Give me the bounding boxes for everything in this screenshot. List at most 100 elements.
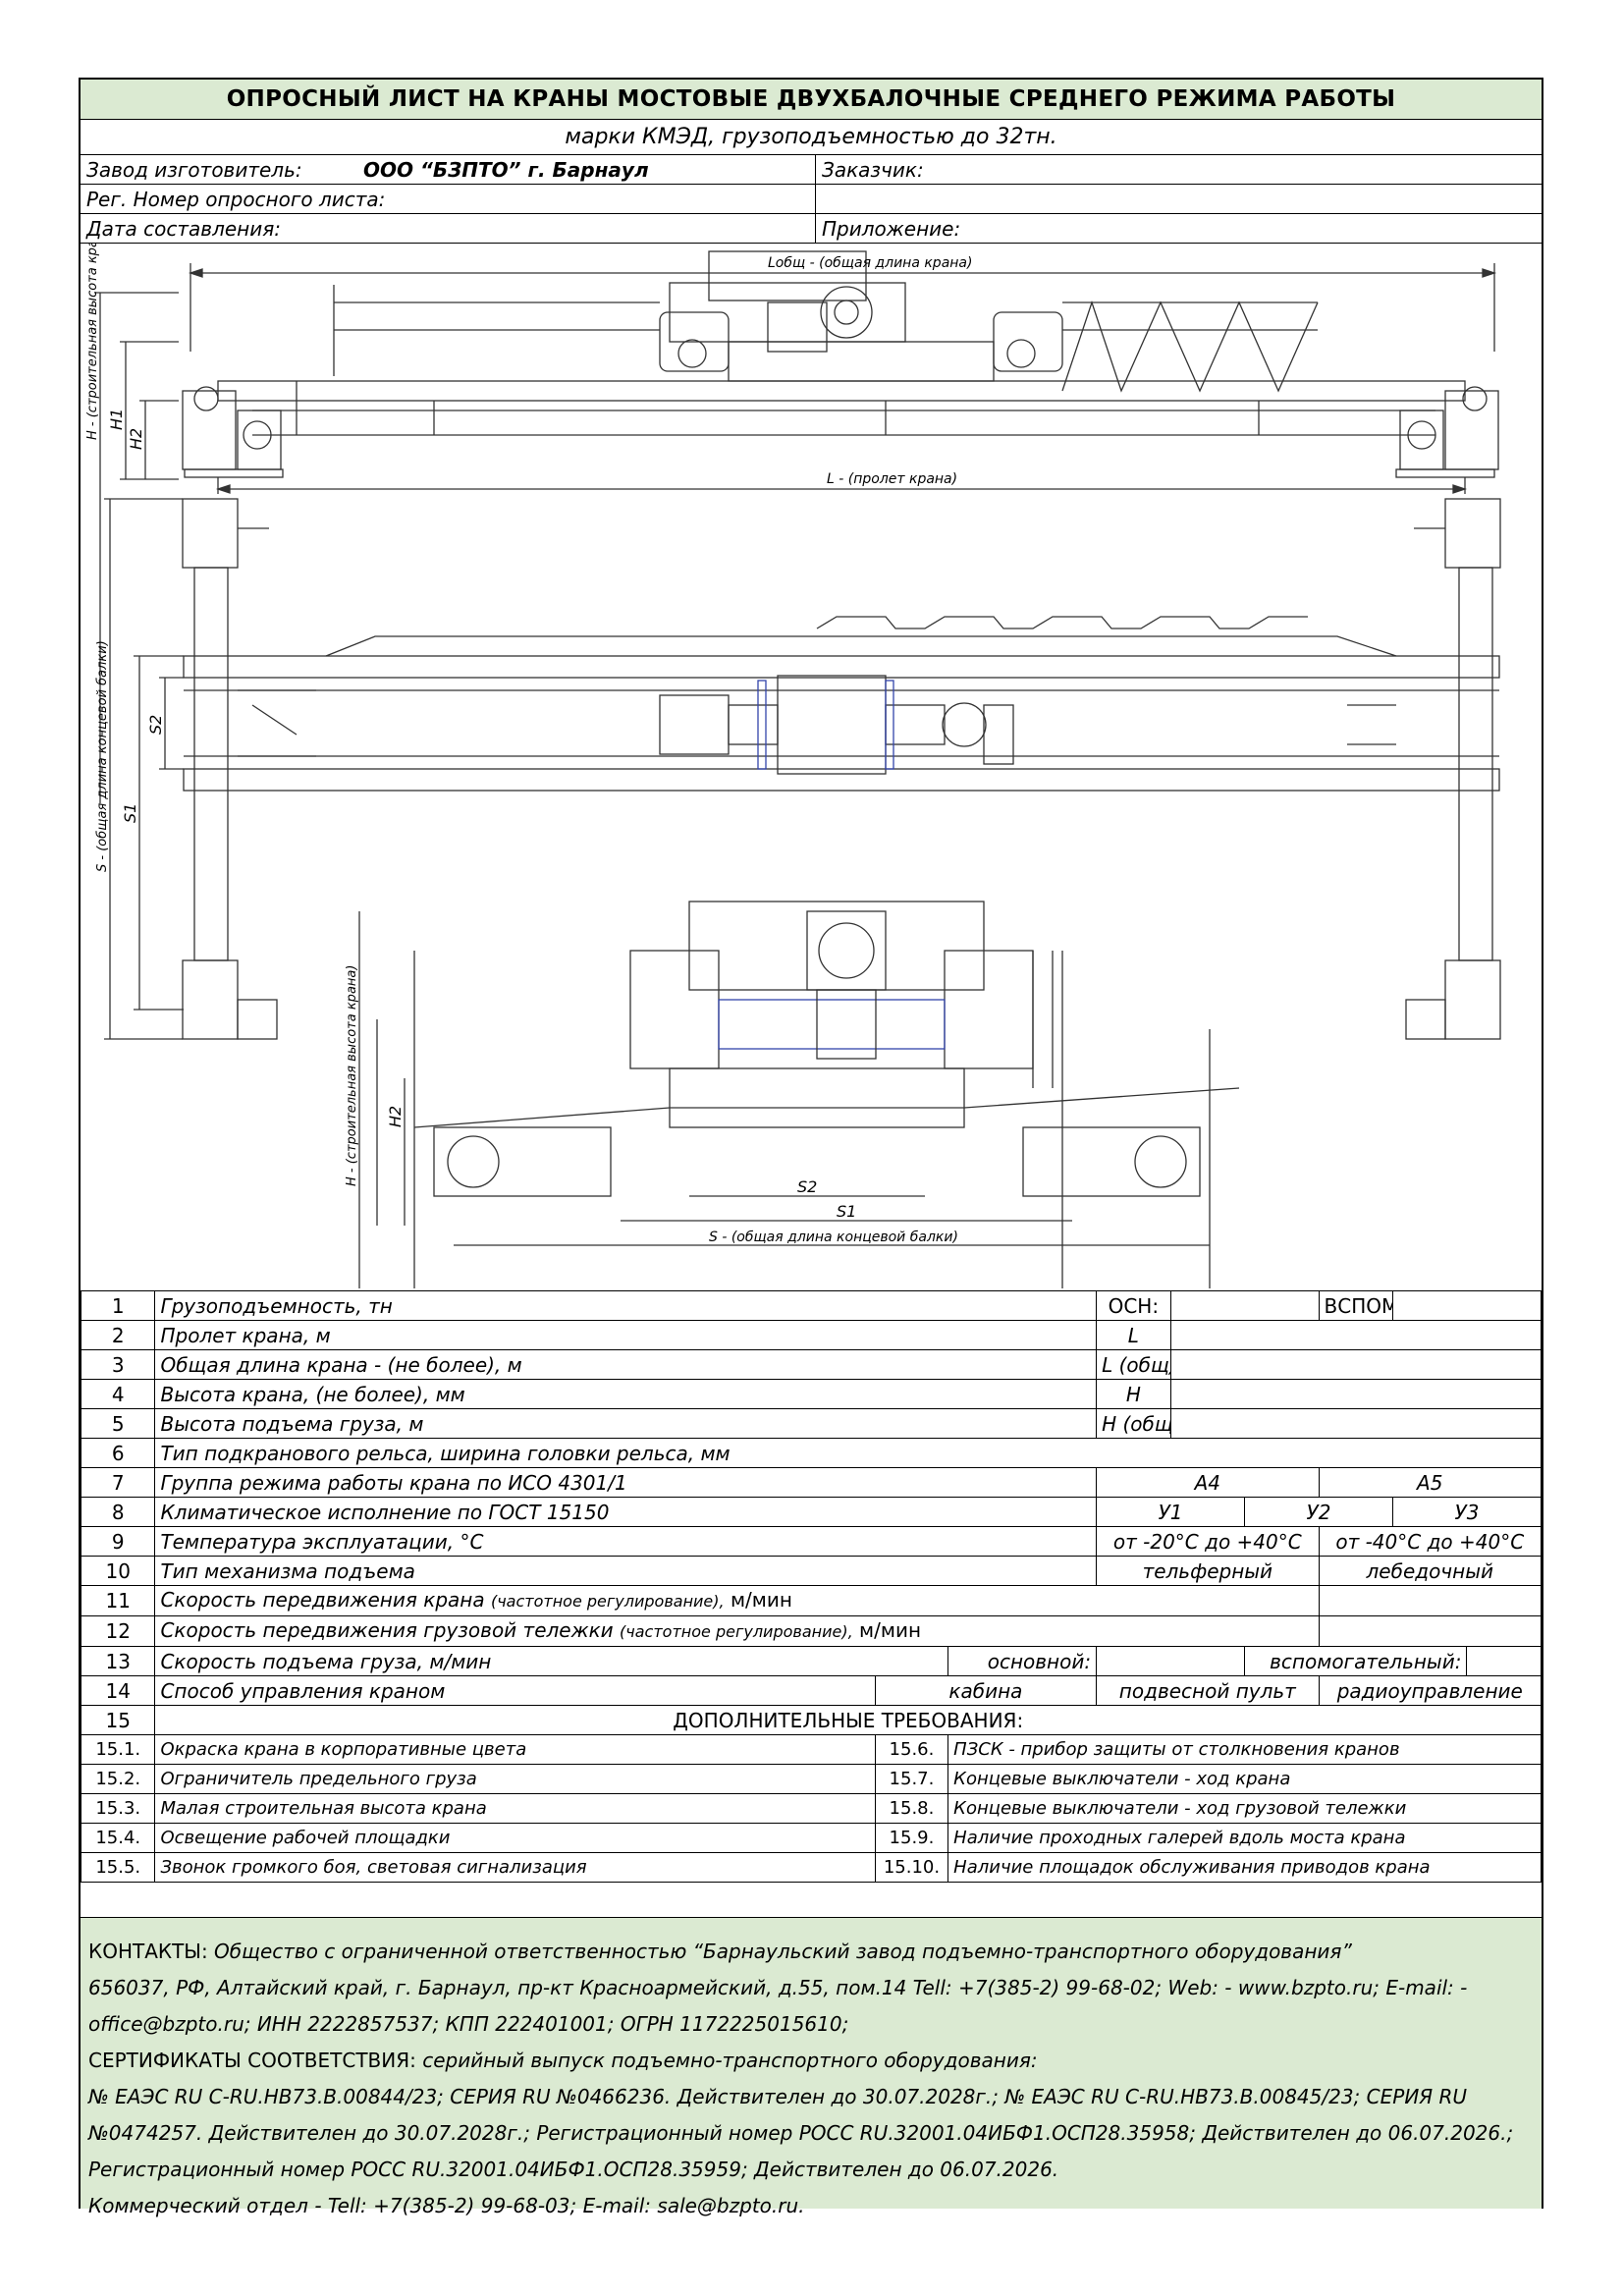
option-u2[interactable]: У2 — [1244, 1497, 1393, 1527]
extra-item[interactable]: Наличие площадок обслуживания приводов к… — [947, 1852, 1542, 1883]
extra-item[interactable]: Малая строительная высота крана — [154, 1793, 876, 1824]
lift-speed-aux-label: вспомогательный: — [1244, 1646, 1468, 1676]
spec-row-15: 15 ДОПОЛНИТЕЛЬНЫЕ ТРЕБОВАНИЯ: — [80, 1705, 1542, 1735]
capacity-aux-label: ВСПОМ: — [1318, 1290, 1393, 1321]
dim-h1: H1 — [107, 409, 126, 430]
extra-item[interactable]: ПЗСК - прибор защиты от столкновения кра… — [947, 1734, 1542, 1765]
questionnaire-sheet: ОПРОСНЫЙ ЛИСТ НА КРАНЫ МОСТОВЫЕ ДВУХБАЛО… — [79, 78, 1543, 2217]
meta-blank-cell[interactable] — [815, 185, 822, 214]
row-label: Температура эксплуатации, °С — [154, 1526, 1098, 1557]
extra-number: 15.3. — [80, 1793, 156, 1824]
capacity-main-input[interactable] — [1169, 1290, 1320, 1321]
spec-row-7: 7 Группа режима работы крана по ИСО 4301… — [80, 1467, 1543, 1498]
option-temp-40[interactable]: от -40°С до +40°С — [1318, 1526, 1543, 1557]
spec-row-10: 10 Тип механизма подъема тельферный лебе… — [80, 1556, 1543, 1586]
option-u3[interactable]: У3 — [1391, 1497, 1543, 1527]
cert-text: № ЕАЭС RU C-RU.НВ73.В.00844/23; СЕРИЯ RU… — [88, 2085, 1514, 2181]
row-label: Скорость подъема груза, м/мин — [154, 1646, 949, 1676]
option-hoist[interactable]: тельферный — [1096, 1556, 1320, 1586]
dim-h2: H2 — [127, 428, 145, 450]
spec-row-4: 4 Высота крана, (не более), мм H — [80, 1379, 1543, 1409]
dim-s-total: S - (общая длина концевой балки) — [95, 640, 110, 872]
extra-item[interactable]: Звонок громкого боя, световая сигнализац… — [154, 1852, 876, 1883]
extra-row: 15.4. Освещение рабочей площадки 15.9. Н… — [80, 1823, 1542, 1853]
extra-number: 15.9. — [874, 1823, 949, 1853]
option-u1[interactable]: У1 — [1096, 1497, 1246, 1527]
spec-row-9: 9 Температура эксплуатации, °С от -20°С … — [80, 1526, 1543, 1557]
spec-row-2: 2 Пролет крана, м L — [80, 1320, 1543, 1350]
extra-row: 15.2. Ограничитель предельного груза 15.… — [80, 1764, 1542, 1794]
spec-row-3: 3 Общая длина крана - (не более), м L (о… — [80, 1349, 1543, 1380]
dim-h-endview: H - (строительная высота крана) — [345, 965, 359, 1186]
dim-h: H - (строительная высота крана) — [85, 244, 100, 440]
date-label[interactable]: Дата составления: — [86, 217, 281, 241]
meta-row-date: Дата составления: Приложение: — [81, 214, 1542, 244]
option-pendant[interactable]: подвесной пульт — [1096, 1675, 1320, 1706]
extra-number: 15.1. — [80, 1734, 156, 1765]
extra-number: 15.5. — [80, 1852, 156, 1883]
extra-number: 15.8. — [874, 1793, 949, 1824]
cert-label: СЕРТИФИКАТЫ СООТВЕТСТВИЯ: — [88, 2049, 416, 2072]
dim-s2-endview: S2 — [797, 1177, 817, 1196]
extra-item[interactable]: Наличие проходных галерей вдоль моста кр… — [947, 1823, 1542, 1853]
spec-row-5: 5 Высота подъема груза, м H (общ) — [80, 1408, 1543, 1439]
spec-row-8: 8 Климатическое исполнение по ГОСТ 15150… — [80, 1497, 1543, 1527]
appendix-label[interactable]: Приложение: — [815, 214, 960, 244]
extra-item[interactable]: Освещение рабочей площадки — [154, 1823, 876, 1853]
row-label: Способ управления краном — [154, 1675, 876, 1706]
row-note: (частотное регулирование), — [490, 1592, 725, 1611]
meta-row-manufacturer: Завод изготовитель: ООО “БЗПТО” г. Барна… — [81, 155, 1542, 185]
option-a4[interactable]: А4 — [1096, 1467, 1320, 1498]
contacts-block: КОНТАКТЫ: Общество с ограниченной ответс… — [81, 1917, 1542, 2217]
trolley-speed-input[interactable] — [1318, 1615, 1543, 1647]
row-number: 1 — [80, 1290, 156, 1321]
lift-speed-aux-input[interactable] — [1466, 1646, 1542, 1676]
row-number: 3 — [80, 1349, 156, 1380]
option-winch[interactable]: лебедочный — [1318, 1556, 1543, 1586]
height-input[interactable] — [1169, 1379, 1543, 1409]
total-length-input[interactable] — [1169, 1349, 1543, 1380]
row-label: Группа режима работы крана по ИСО 4301/1 — [154, 1467, 1098, 1498]
lift-speed-main-label: основной: — [947, 1646, 1098, 1676]
row-unit: м/мин — [859, 1618, 922, 1642]
row-label: Скорость передвижения крана — [160, 1588, 485, 1612]
extra-number: 15.10. — [874, 1852, 949, 1883]
lift-speed-main-input[interactable] — [1096, 1646, 1246, 1676]
manufacturer-value: ООО “БЗПТО” г. Барнаул — [363, 158, 649, 182]
dim-l-total: Lобщ - (общая длина крана) — [768, 255, 972, 271]
option-temp-20[interactable]: от -20°С до +40°С — [1096, 1526, 1320, 1557]
manufacturer-label: Завод изготовитель: — [86, 158, 302, 182]
extra-item[interactable]: Концевые выключатели - ход крана — [947, 1764, 1542, 1794]
row-label[interactable]: Тип подкранового рельса, ширина головки … — [154, 1438, 1542, 1468]
extra-item[interactable]: Концевые выключатели - ход грузовой теле… — [947, 1793, 1542, 1824]
extra-number: 15.4. — [80, 1823, 156, 1853]
option-a5[interactable]: А5 — [1318, 1467, 1543, 1498]
crane-speed-input[interactable] — [1318, 1585, 1543, 1616]
option-radio[interactable]: радиоуправление — [1318, 1675, 1543, 1706]
row-number: 15 — [80, 1705, 156, 1735]
row-unit: м/мин — [730, 1588, 792, 1612]
spec-table: 1 Грузоподъемность, тн ОСН: ВСПОМ: 2 Про… — [80, 1290, 1543, 1883]
row-label: Высота крана, (не более), мм — [154, 1379, 1098, 1409]
row-number: 2 — [80, 1320, 156, 1350]
row-note: (частотное регулирование), — [620, 1622, 853, 1641]
row-number: 5 — [80, 1408, 156, 1439]
crane-drawing: Lобщ - (общая длина крана) L - (пролет к… — [81, 244, 1542, 1291]
span-input[interactable] — [1169, 1320, 1543, 1350]
row-number: 12 — [80, 1615, 156, 1647]
capacity-aux-input[interactable] — [1391, 1290, 1543, 1321]
company-name: Общество с ограниченной ответственностью… — [214, 1940, 1352, 1963]
lift-height-input[interactable] — [1169, 1408, 1543, 1439]
customer-label[interactable]: Заказчик: — [815, 155, 924, 185]
row-symbol: H — [1096, 1379, 1171, 1409]
extra-item[interactable]: Ограничитель предельного груза — [154, 1764, 876, 1794]
option-cabin[interactable]: кабина — [874, 1675, 1098, 1706]
reg-number-label[interactable]: Рег. Номер опросного листа: — [86, 188, 386, 211]
extra-item[interactable]: Окраска крана в корпоративные цвета — [154, 1734, 876, 1765]
row-symbol: L (общ) — [1096, 1349, 1171, 1380]
dim-s1: S1 — [121, 803, 139, 823]
row-number: 10 — [80, 1556, 156, 1586]
extra-number: 15.2. — [80, 1764, 156, 1794]
spec-row-14: 14 Способ управления краном кабина подве… — [80, 1675, 1543, 1706]
row-label: Тип механизма подъема — [154, 1556, 1098, 1586]
